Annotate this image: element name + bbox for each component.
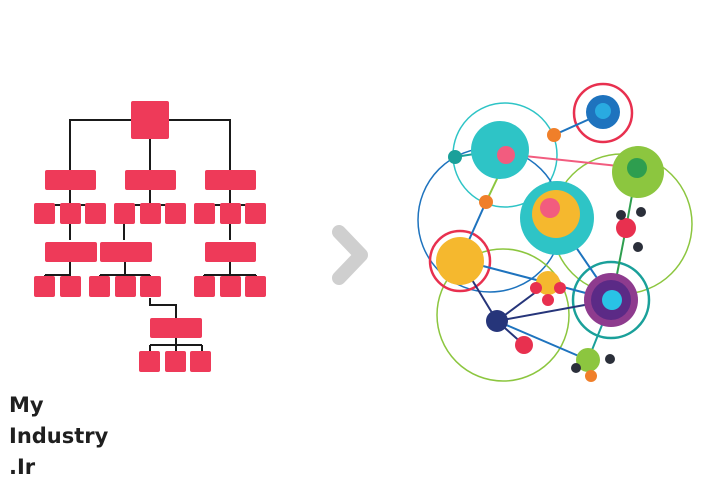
ring-red-top bbox=[572, 82, 634, 144]
outline-circle-green-bottom bbox=[436, 248, 570, 382]
org-member-box bbox=[140, 276, 161, 297]
watermark-line-3: .Ir bbox=[9, 455, 36, 479]
edge bbox=[496, 320, 589, 361]
node-dark-dot bbox=[633, 242, 643, 252]
node-pink-inner bbox=[540, 198, 560, 218]
org-member-box bbox=[190, 351, 211, 372]
org-member-box bbox=[60, 276, 81, 297]
org-root-box bbox=[131, 101, 169, 139]
org-manager-box bbox=[45, 242, 97, 262]
org-member-box bbox=[60, 203, 81, 224]
org-member-box bbox=[194, 276, 215, 297]
org-member-box bbox=[245, 203, 266, 224]
network-diagram bbox=[417, 82, 693, 382]
node-dark-dot bbox=[571, 363, 581, 373]
node-green-right-inner bbox=[627, 158, 647, 178]
org-manager-box bbox=[150, 318, 202, 338]
ring-teal-purple bbox=[571, 260, 651, 340]
node-red-small bbox=[515, 336, 533, 354]
org-member-box bbox=[34, 203, 55, 224]
org-member-box bbox=[220, 276, 241, 297]
org-member-box bbox=[165, 203, 186, 224]
node-red-dot bbox=[542, 294, 554, 306]
node-yellow-small bbox=[536, 271, 560, 295]
org-member-box bbox=[89, 276, 110, 297]
org-chart-diagram bbox=[34, 101, 266, 372]
node-green-small bbox=[576, 348, 600, 372]
org-member-box bbox=[85, 203, 106, 224]
node-navy bbox=[486, 310, 508, 332]
node-pink-center bbox=[497, 146, 515, 164]
org-member-box bbox=[140, 203, 161, 224]
org-member-box bbox=[115, 276, 136, 297]
network-nodes bbox=[436, 95, 664, 382]
node-orange-dot bbox=[585, 370, 597, 382]
org-member-box bbox=[165, 351, 186, 372]
ring-red-left bbox=[428, 229, 492, 293]
node-yellow-left bbox=[436, 237, 484, 285]
org-chart-connectors bbox=[44, 119, 257, 352]
node-teal-dot bbox=[448, 150, 462, 164]
watermark-line-1: My bbox=[9, 393, 44, 417]
org-chart-boxes bbox=[34, 101, 266, 372]
node-purple-core bbox=[602, 290, 622, 310]
org-member-box bbox=[245, 276, 266, 297]
org-member-box bbox=[194, 203, 215, 224]
node-dark-dot bbox=[616, 210, 626, 220]
node-red-mid bbox=[616, 218, 636, 238]
node-red-dot bbox=[554, 282, 566, 294]
chevron-right-icon bbox=[332, 225, 368, 285]
org-manager-box bbox=[125, 170, 176, 190]
org-manager-box bbox=[205, 242, 256, 262]
org-member-box bbox=[114, 203, 135, 224]
org-member-box bbox=[220, 203, 241, 224]
node-orange-dot bbox=[479, 195, 493, 209]
node-red-dot bbox=[530, 282, 542, 294]
node-dark-dot bbox=[636, 207, 646, 217]
node-orange-dot bbox=[547, 128, 561, 142]
org-manager-box bbox=[205, 170, 256, 190]
node-blue-top-inner bbox=[595, 103, 611, 119]
org-member-box bbox=[34, 276, 55, 297]
org-manager-box bbox=[100, 242, 152, 262]
watermark-logo: My Industry .Ir bbox=[9, 390, 108, 483]
node-dark-dot bbox=[605, 354, 615, 364]
org-member-box bbox=[139, 351, 160, 372]
org-manager-box bbox=[45, 170, 96, 190]
watermark-line-2: Industry bbox=[9, 424, 109, 448]
